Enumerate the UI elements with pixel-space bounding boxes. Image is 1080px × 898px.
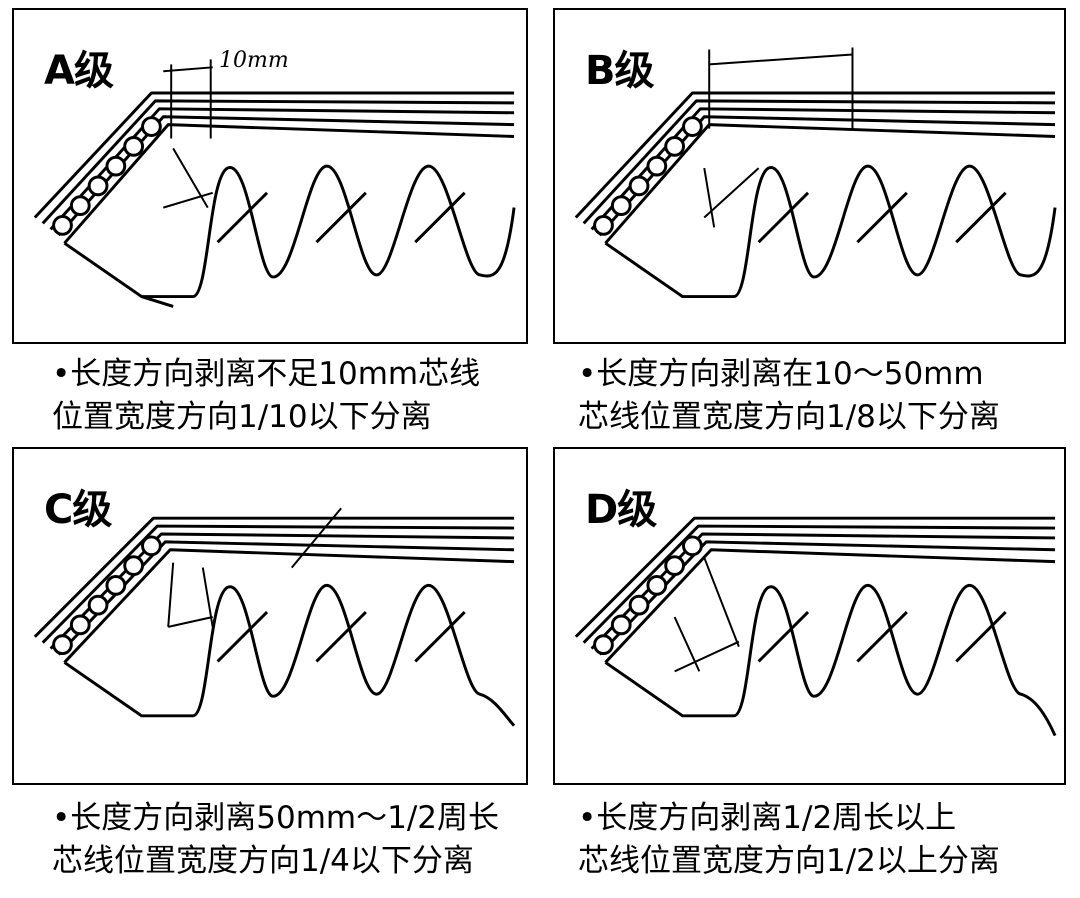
dimension-marks xyxy=(673,557,740,673)
grade-label: A级 xyxy=(44,48,114,94)
grade-label: B级 xyxy=(585,48,654,94)
caption-line: •长度方向剥离50mm～1/2周长 xyxy=(52,800,500,836)
caption-line: •长度方向剥离1/2周长以上 xyxy=(578,800,957,836)
caption-line: •长度方向剥离在10～50mm xyxy=(578,356,984,392)
grade-label: C级 xyxy=(44,487,112,533)
caption-grade-c: •长度方向剥离50mm～1/2周长 芯线位置宽度方向1/4以下分离 xyxy=(52,797,499,883)
caption-line: 芯线位置宽度方向1/2以上分离 xyxy=(578,843,1000,879)
dimension-marks xyxy=(163,59,213,209)
cord-circles xyxy=(52,535,162,656)
belt-body xyxy=(574,91,1057,299)
cord-circles xyxy=(52,116,162,236)
belt-diagram-c xyxy=(33,507,516,727)
belt-diagram-d xyxy=(574,516,1057,737)
belt-body xyxy=(33,516,516,727)
belt-body xyxy=(33,91,516,308)
length-annotation: 10mm xyxy=(219,48,289,73)
panel-grade-a: A级 10mm xyxy=(12,8,528,344)
caption-grade-d: •长度方向剥离1/2周长以上 芯线位置宽度方向1/2以上分离 xyxy=(578,797,1000,883)
caption-line: 位置宽度方向1/10以下分离 xyxy=(52,399,432,435)
caption-grade-a: •长度方向剥离不足10mm芯线 位置宽度方向1/10以下分离 xyxy=(52,353,480,439)
cord-circles xyxy=(593,535,703,656)
caption-line: •长度方向剥离不足10mm芯线 xyxy=(52,356,481,392)
dimension-marks xyxy=(167,507,342,628)
dimension-marks xyxy=(703,47,854,228)
belt-diagram-a xyxy=(33,59,516,308)
panel-grade-c: C级 xyxy=(12,447,528,785)
caption-grade-b: •长度方向剥离在10～50mm 芯线位置宽度方向1/8以下分离 xyxy=(578,353,1000,439)
panel-grade-b: B级 xyxy=(553,8,1066,344)
caption-line: 芯线位置宽度方向1/4以下分离 xyxy=(52,843,474,879)
cord-circles xyxy=(593,116,703,236)
belt-diagram-b xyxy=(574,47,1057,299)
grade-label: D级 xyxy=(585,487,657,533)
belt-body xyxy=(574,516,1057,737)
caption-line: 芯线位置宽度方向1/8以下分离 xyxy=(578,399,1000,435)
panel-grade-d: D级 xyxy=(553,447,1066,785)
